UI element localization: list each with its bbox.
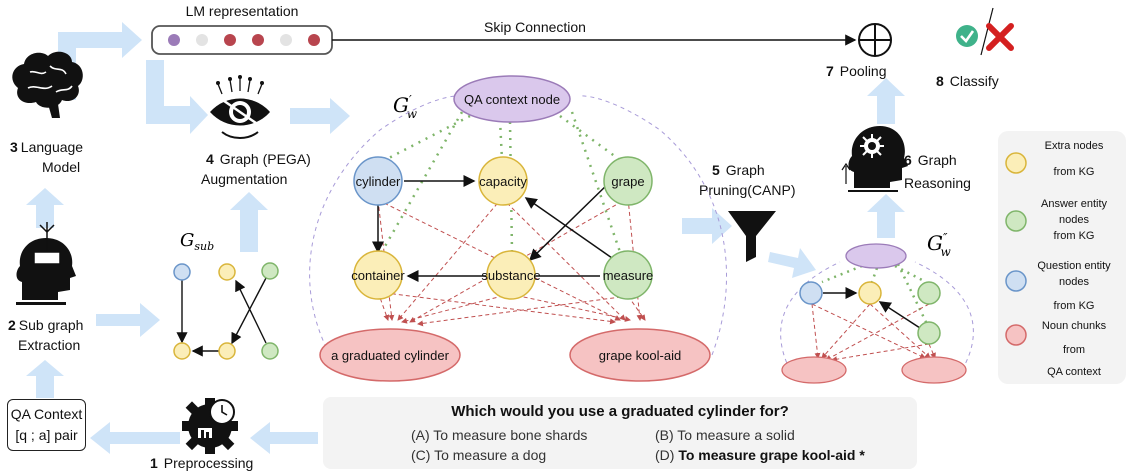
legend-item-noun-chunks: Noun chunks from QA context [1005,320,1107,378]
cross-icon [986,23,1014,51]
flow-arrow-right-gw [290,98,350,134]
node-capacity-label: capacity [479,174,527,189]
head-extraction-icon [16,222,76,305]
flow-arrow-right-sub [96,303,160,337]
svg-text:nodes: nodes [1059,214,1089,226]
lm-dot [280,34,292,46]
legend-item-question-entity: Question entity nodes from KG [1005,260,1111,312]
legend-items: Extra nodes from KG Answer entity nodes … [1005,140,1111,378]
pruned-graph [780,243,974,384]
lm-representation-label: LM representation [186,3,299,19]
g-w-dprime-label: G″w [927,231,951,259]
g-w-prime-label: G′w [393,93,418,121]
node-container-label: container [351,268,405,283]
option-a: (A) To measure bone shards [411,427,588,443]
flow-arrow-up-pool [867,78,905,124]
question-box: Which would you use a graduated cylinder… [323,397,917,469]
head-reasoning-icon [841,126,908,192]
svg-text:Answer entity: Answer entity [1041,198,1108,210]
option-d: (D) To measure grape kool-aid * [655,447,865,463]
node-graduated-cylinder-label: a graduated cylinder [331,348,449,363]
svg-text:Question entity: Question entity [1037,260,1111,272]
flow-arrow-up-reason [867,194,905,238]
node-cylinder-label: cylinder [356,174,401,189]
lm-dot [196,34,208,46]
slash-divider [980,7,994,56]
legend: Extra nodes from KG Answer entity nodes … [998,131,1126,384]
subgraph-small [173,262,279,360]
gear-clock-icon [182,398,238,454]
question-title: Which would you use a graduated cylinder… [451,403,789,420]
lm-dot [252,34,264,46]
qa-context-box: QA Context [q ; a] pair [7,399,86,451]
flow-arrow-left-pre [250,422,318,454]
flow-arrow-right-prune [682,208,732,244]
flow-arrow-right-gww [768,248,816,278]
qa-context-title: QA Context [10,406,83,422]
option-b: (B) To measure a solid [655,427,795,443]
lm-dot [168,34,180,46]
qa-context-node-label: QA context node [464,92,560,107]
language-model-label2: Model [42,159,80,175]
legend-item-answer-entity: Answer entity nodes from KG [1005,198,1108,242]
node-substance-label: substance [481,268,540,283]
flow-arrow-up-2 [26,188,64,228]
eye-augmentation-icon [210,75,270,139]
node-grape-label: grape [611,174,644,189]
skip-connection-label: Skip Connection [484,19,586,35]
check-icon [956,25,978,47]
flow-arrow-lm [58,22,142,100]
svg-text:nodes: nodes [1059,276,1089,288]
flow-arrow-up-aug [230,192,268,252]
flow-arrow-up-1 [26,360,64,398]
brain-icon [12,51,83,118]
augmentation-label2: Augmentation [201,171,287,187]
lm-dot [224,34,236,46]
lm-representation [151,25,333,55]
g-sub-label: Gsub [180,230,214,253]
flow-arrow-down-aug [146,60,208,134]
svg-text:from KG: from KG [1054,166,1095,178]
flow-arrow-left-qa [90,422,180,454]
pooling-oplus-icon [858,23,892,57]
option-d-text: To measure grape kool-aid * [678,447,865,463]
svg-text:from KG: from KG [1054,230,1095,242]
svg-text:from: from [1063,344,1085,356]
node-grape-koolaid-label: grape kool-aid [599,348,681,363]
subgraph-extraction-label2: Extraction [18,337,80,353]
main-graph: QA context node cylinder capacity grape … [309,75,727,382]
svg-text:Extra nodes: Extra nodes [1045,140,1104,152]
lm-dot [308,34,320,46]
pruning-label2: Pruning(CANP) [699,182,795,198]
legend-item-extra-nodes: Extra nodes from KG [1005,140,1104,178]
option-c: (C) To measure a dog [411,447,547,463]
funnel-icon [728,211,776,262]
svg-text:QA context: QA context [1047,366,1101,378]
reasoning-label2: Reasoning [904,175,971,191]
flow-arrows [26,22,905,454]
qa-context-pair: [q ; a] pair [15,427,78,443]
node-measure-label: measure [603,268,654,283]
svg-text:from KG: from KG [1054,300,1095,312]
svg-text:Noun chunks: Noun chunks [1042,320,1107,332]
